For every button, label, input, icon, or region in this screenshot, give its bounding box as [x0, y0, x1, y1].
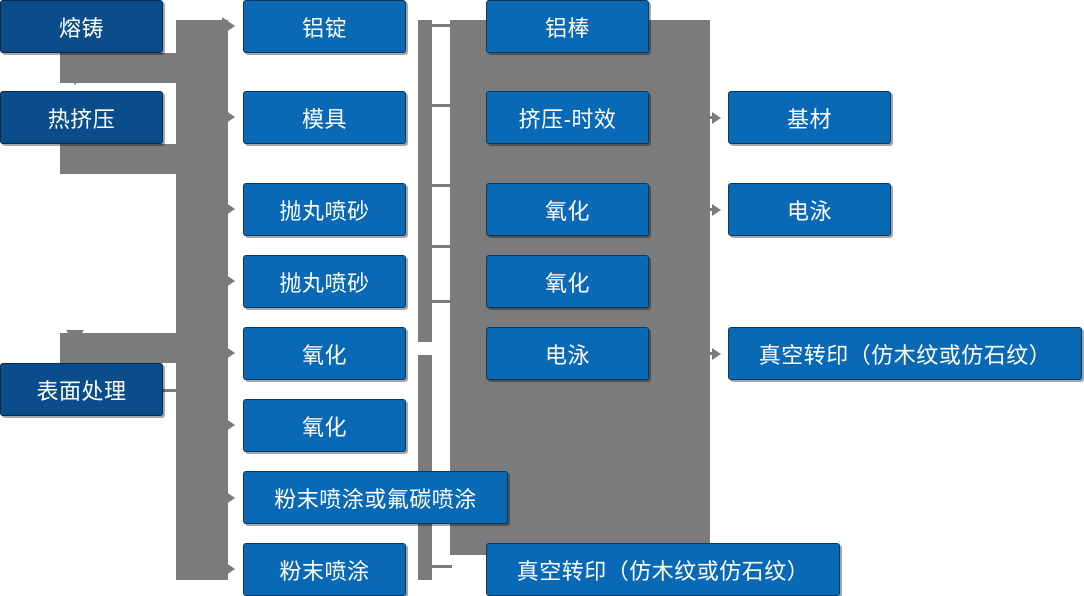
node-jiya-shixiao[interactable]: 挤压-时效 — [486, 91, 649, 144]
node-yanghua-1[interactable]: 氧化 — [243, 327, 406, 380]
connector-arrow-fenmo1 — [222, 489, 235, 507]
node-label: 基材 — [786, 106, 832, 132]
node-fenmopentu[interactable]: 粉末喷涂 — [243, 543, 406, 596]
node-label: 模具 — [301, 106, 347, 132]
node-jicai[interactable]: 基材 — [728, 91, 891, 144]
node-label: 真空转印（仿木纹或仿石纹） — [516, 558, 810, 584]
connector-arrow-yanghua2 — [222, 416, 235, 434]
node-lubang[interactable]: 铝棒 — [486, 0, 649, 53]
node-dianyong-1[interactable]: 电泳 — [486, 327, 649, 380]
connector-biaomian-stem — [163, 389, 187, 392]
node-label: 熔铸 — [58, 15, 104, 41]
connector-biaomian-stub — [60, 333, 188, 363]
node-label: 电泳 — [544, 342, 590, 368]
node-label: 氧化 — [544, 198, 590, 224]
node-label: 氧化 — [301, 414, 347, 440]
node-muju[interactable]: 模具 — [243, 91, 406, 144]
connector-tick-3 — [432, 184, 452, 187]
connector-stem-jicai — [706, 116, 716, 119]
node-dianyong-2[interactable]: 电泳 — [728, 183, 891, 236]
node-label: 粉末喷涂或氟碳喷涂 — [274, 486, 477, 512]
connector-mid-rail-lower — [418, 355, 432, 580]
node-label: 挤压-时效 — [518, 106, 617, 132]
node-fenmopentu-huotan[interactable]: 粉末喷涂或氟碳喷涂 — [243, 471, 508, 524]
node-label: 铝锭 — [301, 15, 347, 41]
node-zhenkongzhuanyin-1[interactable]: 真空转印（仿木纹或仿石纹） — [728, 327, 1082, 380]
node-ludine[interactable]: 铝锭 — [243, 0, 406, 53]
connector-arrow-paowan2 — [222, 272, 235, 290]
connector-tick-4 — [432, 245, 452, 248]
connector-stem-dianyong2 — [706, 208, 716, 211]
node-label: 氧化 — [544, 270, 590, 296]
node-rejiya[interactable]: 热挤压 — [0, 91, 163, 144]
connector-arrow-yanghua1 — [222, 344, 235, 362]
node-yanghua-3[interactable]: 氧化 — [486, 183, 649, 236]
connector-arrow-zhenkong1 — [712, 348, 721, 360]
connector-arrow-ludine — [222, 17, 235, 35]
node-yanghua-4[interactable]: 氧化 — [486, 255, 649, 308]
connector-arrow-paowan1 — [222, 200, 235, 218]
connector-stem-zhenkong1 — [706, 352, 716, 355]
connector-arrow-muju — [222, 108, 235, 126]
node-paowanpensha-2[interactable]: 抛丸喷砂 — [243, 255, 406, 308]
node-biaomianchuli[interactable]: 表面处理 — [0, 363, 163, 416]
node-label: 粉末喷涂 — [279, 558, 370, 584]
connector-mid-rail-upper — [418, 20, 432, 342]
node-yanghua-2[interactable]: 氧化 — [243, 399, 406, 452]
connector-arrow-dianyong2 — [712, 204, 721, 216]
connector-rejiya-stub — [60, 144, 188, 174]
connector-tick-2 — [432, 104, 452, 107]
node-label: 热挤压 — [47, 106, 116, 132]
node-paowanpensha-1[interactable]: 抛丸喷砂 — [243, 183, 406, 236]
node-label: 氧化 — [301, 342, 347, 368]
connector-tick-5 — [432, 300, 452, 303]
connector-tick-6 — [432, 565, 452, 568]
node-label: 抛丸喷砂 — [279, 270, 370, 296]
connector-arrow-down-rejiya — [66, 72, 84, 85]
node-zhenkongzhuanyin-2[interactable]: 真空转印（仿木纹或仿石纹） — [486, 543, 840, 596]
node-label: 表面处理 — [36, 378, 127, 404]
connector-arrow-fenmo2 — [222, 560, 235, 578]
node-label: 铝棒 — [544, 15, 590, 41]
connector-left-bus — [176, 20, 228, 580]
connector-tick-1 — [432, 24, 452, 27]
node-rongzhu[interactable]: 熔铸 — [0, 0, 163, 53]
connector-arrow-jicai — [712, 112, 721, 124]
node-label: 抛丸喷砂 — [279, 198, 370, 224]
node-label: 电泳 — [786, 198, 832, 224]
node-label: 真空转印（仿木纹或仿石纹） — [758, 342, 1052, 368]
